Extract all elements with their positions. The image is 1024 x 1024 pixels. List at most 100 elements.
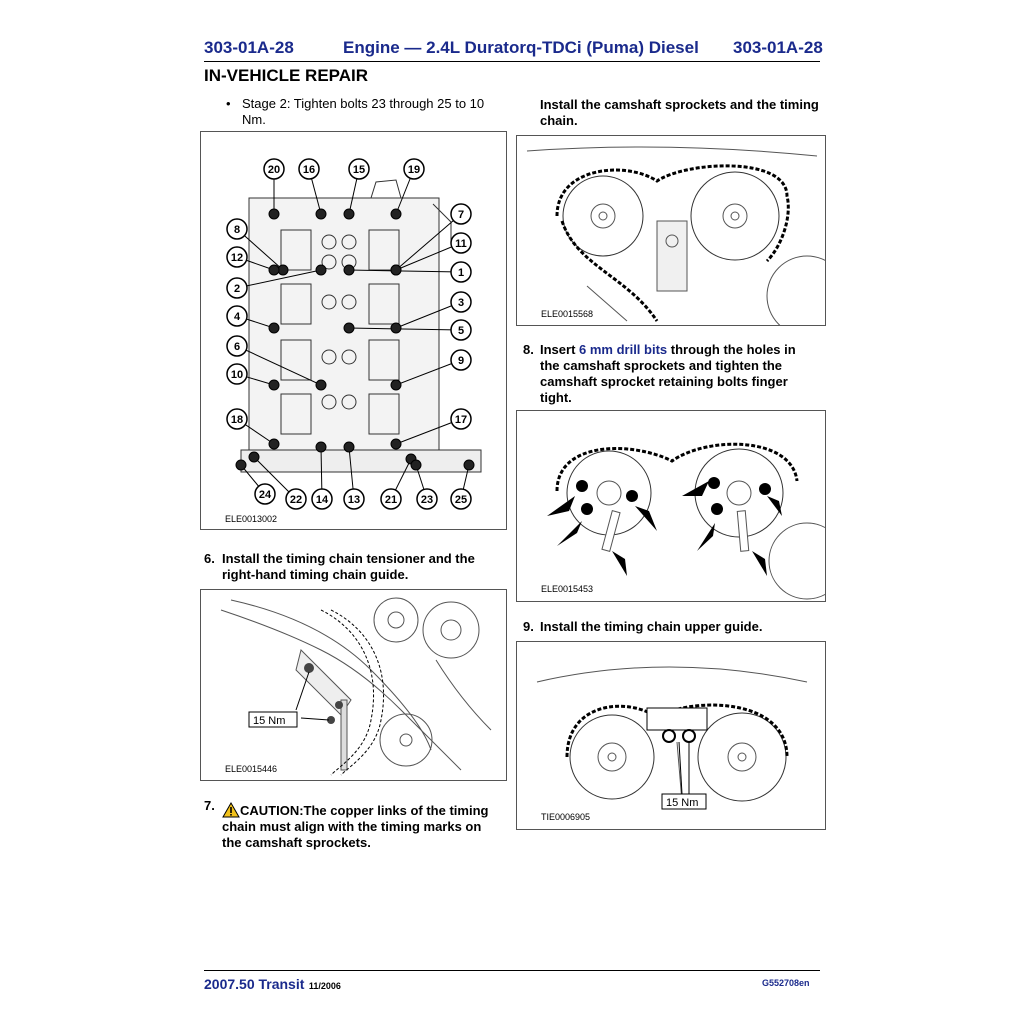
- section-heading: IN-VEHICLE REPAIR: [204, 66, 369, 85]
- bolt-3: [390, 322, 402, 334]
- footer-left: 2007.50 Transit 11/2006: [204, 976, 341, 994]
- leader-line-3: [395, 301, 462, 329]
- bolt-17: [390, 438, 402, 450]
- callout-circle-7: [450, 203, 472, 225]
- step7-text: CAUTION:The copper links of the timing c…: [222, 801, 489, 851]
- callout-circle-20: [263, 158, 285, 180]
- footer-code: G552708en: [762, 978, 810, 988]
- bolt-4: [268, 322, 280, 334]
- bolt-11: [390, 264, 402, 276]
- callout-circle-15: [348, 158, 370, 180]
- bolt-15: [343, 208, 355, 220]
- bolt-24: [235, 459, 247, 471]
- stage2-text: Stage 2: Tighten bolts 23 through 25 to …: [242, 96, 484, 128]
- sprockets-chain-illustration: ELE0015568: [526, 146, 825, 325]
- figure-drill-bits: ELE0015453: [516, 410, 826, 602]
- bolt-19: [390, 208, 402, 220]
- figure-id-2: ELE0015446: [225, 764, 277, 774]
- bolt-5: [343, 322, 355, 334]
- callout-label-5: 5: [458, 325, 464, 337]
- callout-circle-5: [450, 319, 472, 341]
- callout-circle-14: [311, 488, 333, 510]
- callout-circle-9: [450, 349, 472, 371]
- intro-text: Install the camshaft sprockets and the t…: [540, 97, 819, 129]
- bolt-2: [315, 264, 327, 276]
- callout-label-19: 19: [408, 164, 420, 176]
- callout-circle-19: [403, 158, 425, 180]
- torque-callout-15nm: 15 Nm: [253, 715, 285, 727]
- step8-line1: Insert 6 mm drill bits through the holes…: [540, 342, 796, 358]
- drill-bits-link[interactable]: 6 mm drill bits: [579, 342, 668, 357]
- callout-label-2: 2: [234, 283, 240, 295]
- callout-label-16: 16: [303, 164, 315, 176]
- bullet: •: [226, 96, 231, 111]
- bolt-20: [268, 208, 280, 220]
- callout-label-17: 17: [455, 414, 467, 426]
- stage2-line2: Nm.: [242, 112, 266, 127]
- callout-circle-11: [450, 232, 472, 254]
- callout-label-3: 3: [458, 297, 464, 309]
- bolt-14: [315, 441, 327, 453]
- leader-line-9: [395, 359, 462, 386]
- leader-line-5: [348, 327, 462, 331]
- callout-label-25: 25: [455, 494, 467, 506]
- figure-sprockets-chain: ELE0015568: [516, 135, 826, 326]
- step6-number: 6.: [204, 551, 215, 566]
- callout-label-1: 1: [458, 267, 464, 279]
- bolt-1: [343, 264, 355, 276]
- bolt-9: [390, 379, 402, 391]
- callout-circle-22: [285, 488, 307, 510]
- bolt-10: [268, 379, 280, 391]
- step7-line1: CAUTION:The copper links of the timing: [222, 801, 489, 819]
- step8-pre: Insert: [540, 342, 580, 357]
- page-number-left: 303-01A-28: [204, 38, 294, 57]
- callout-label-14: 14: [316, 494, 329, 506]
- step8-post: through the holes in: [667, 342, 796, 357]
- step6-text: Install the timing chain tensioner and t…: [222, 551, 475, 583]
- footer-rule: [204, 970, 820, 971]
- intro-line1: Install the camshaft sprockets and the t…: [540, 97, 819, 112]
- callout-label-11: 11: [455, 238, 467, 250]
- callout-circle-2: [226, 277, 248, 299]
- callout-circle-1: [450, 261, 472, 283]
- leader-line-1: [348, 269, 462, 273]
- callout-circle-18: [226, 408, 248, 430]
- document-title: Engine — 2.4L Duratorq-TDCi (Puma) Diese…: [343, 38, 699, 57]
- callout-circle-13: [343, 488, 365, 510]
- callout-label-23: 23: [421, 494, 433, 506]
- step9-number: 9.: [523, 619, 534, 634]
- footer-model: 2007.50 Transit: [204, 976, 305, 992]
- figure-id-4: ELE0015453: [541, 584, 593, 594]
- figure-upper-guide: 15 Nm TIE0006905: [516, 641, 826, 830]
- caution-label: CAUTION:: [240, 803, 304, 818]
- footer-date: 11/2006: [308, 981, 341, 991]
- callout-circle-25: [450, 488, 472, 510]
- callout-label-21: 21: [385, 494, 397, 506]
- step8-line2: the camshaft sprockets and tighten the: [540, 358, 782, 373]
- figure-id-5: TIE0006905: [541, 812, 590, 822]
- step9-text: Install the timing chain upper guide.: [540, 619, 763, 634]
- bolt-23: [410, 459, 422, 471]
- bolt-16: [315, 208, 327, 220]
- step8-text: Insert 6 mm drill bits through the holes…: [540, 342, 796, 406]
- step7-line1-text: The copper links of the timing: [303, 803, 489, 818]
- step8-line3: camshaft sprocket retaining bolts finger: [540, 374, 788, 389]
- callout-circle-24: [254, 483, 276, 505]
- callout-label-6: 6: [234, 341, 240, 353]
- callout-circle-8: [226, 218, 248, 240]
- leader-line-6: [236, 345, 322, 386]
- intro-line2: chain.: [540, 113, 578, 128]
- callout-circle-17: [450, 408, 472, 430]
- callout-label-10: 10: [231, 369, 243, 381]
- figure-id-1: ELE0013002: [225, 514, 277, 524]
- leader-line-2: [236, 269, 322, 289]
- step7-line2: chain must align with the timing marks o…: [222, 819, 482, 834]
- figure-id-3: ELE0015568: [541, 309, 593, 319]
- tensioner-illustration: 15 Nm ELE0015446: [220, 597, 492, 776]
- callout-circle-3: [450, 291, 472, 313]
- callout-label-15: 15: [353, 164, 365, 176]
- upper-guide-illustration: 15 Nm TIE0006905: [536, 666, 808, 822]
- callout-circle-4: [226, 305, 248, 327]
